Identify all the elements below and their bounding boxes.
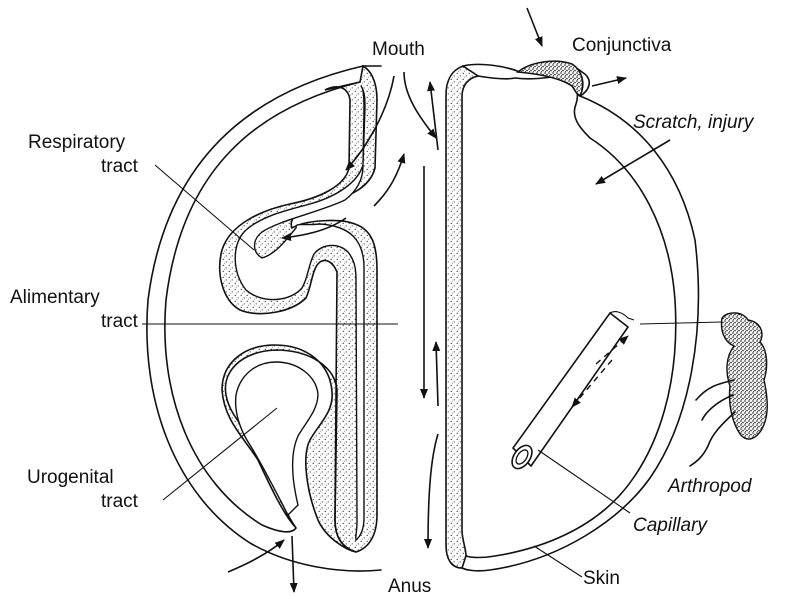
- arrow-to-anus: [428, 434, 438, 548]
- leader-respiratory: [155, 165, 254, 250]
- right-gut-wall: [446, 66, 478, 568]
- label-alimentary-1: Alimentary: [10, 287, 100, 308]
- label-urogenital-2: tract: [101, 491, 139, 512]
- capillary-body: [513, 313, 628, 466]
- label-mouth: Mouth: [372, 39, 425, 60]
- arthropod-leg-3: [690, 412, 735, 466]
- arthropod-proboscis: [640, 322, 722, 324]
- label-capillary: Capillary: [633, 515, 708, 536]
- label-urogenital-1: Urogenital: [27, 467, 114, 488]
- labels: Mouth Conjunctiva Scratch, injury Respir…: [10, 35, 755, 597]
- label-respiratory-1: Respiratory: [28, 132, 126, 153]
- arrow-out-conjunctiva: [592, 78, 626, 86]
- arrow-mouth-up: [430, 82, 438, 150]
- label-conjunctiva: Conjunctiva: [572, 35, 672, 56]
- capillary: [508, 312, 634, 473]
- label-skin: Skin: [583, 568, 620, 589]
- arrow-mouth-down: [404, 72, 436, 138]
- arrow-respiratory-out: [374, 154, 404, 206]
- urogenital-tract-lumen: [236, 362, 318, 515]
- label-alimentary-2: tract: [101, 311, 139, 332]
- right-skin-outer: [462, 63, 698, 571]
- left-body-half: [147, 66, 381, 571]
- arthropod-body: [722, 313, 768, 439]
- arthropod: [640, 313, 767, 466]
- arthropod-leg-2: [702, 395, 733, 420]
- arrow-out-urogenital: [292, 536, 294, 592]
- label-respiratory-2: tract: [101, 156, 139, 177]
- label-arthropod: Arthropod: [667, 476, 753, 497]
- arrow-into-conjunctiva: [527, 8, 542, 46]
- label-anus: Anus: [388, 576, 431, 597]
- leader-capillary: [538, 450, 630, 513]
- arrow-gut-out: [436, 342, 438, 406]
- label-scratch-injury: Scratch, injury: [633, 112, 755, 133]
